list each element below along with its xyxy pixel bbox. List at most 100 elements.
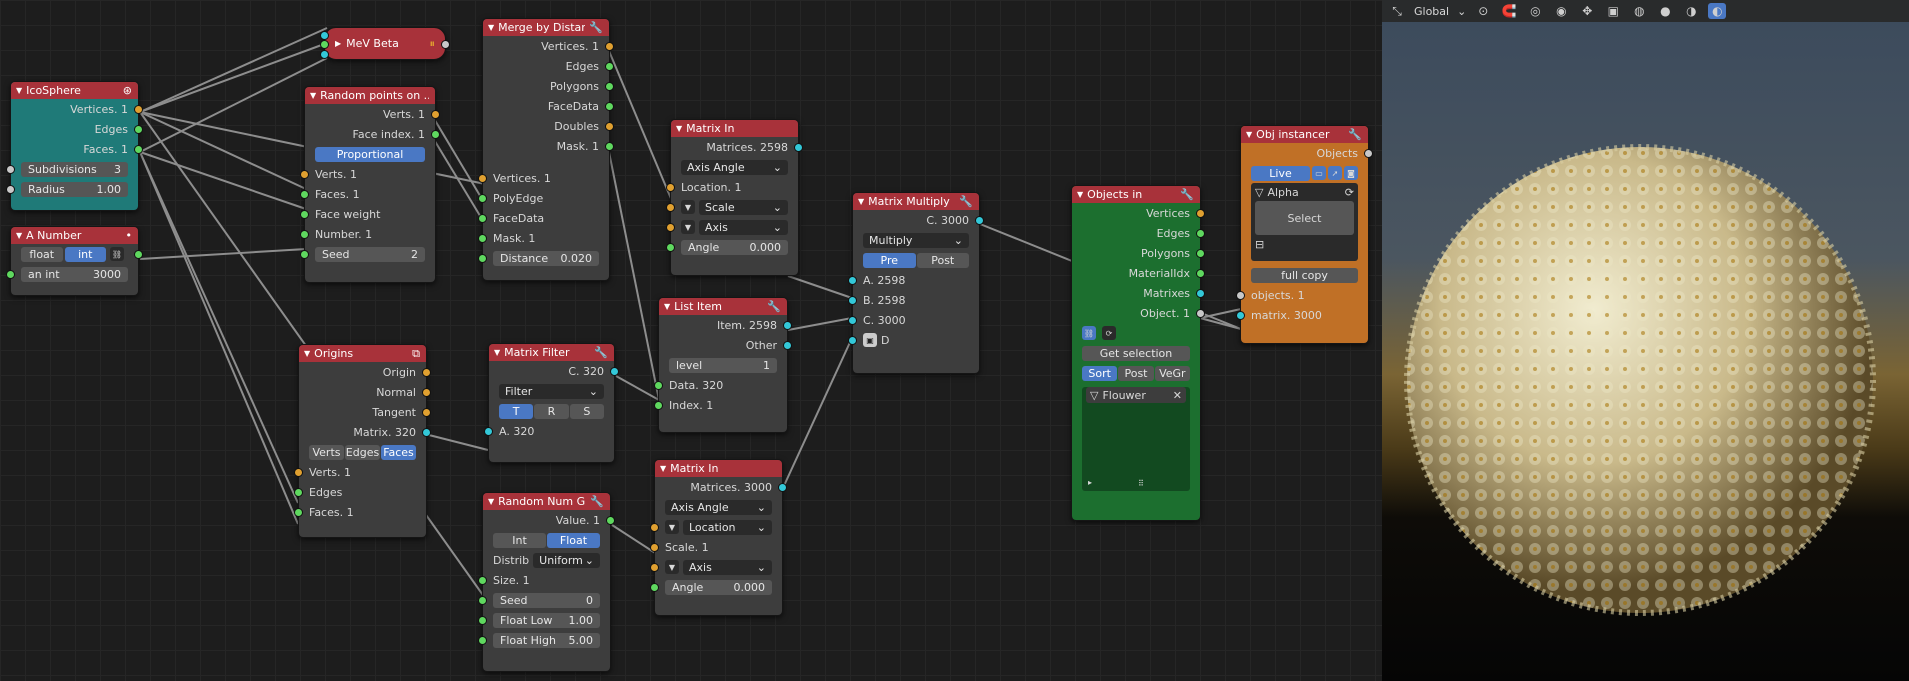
vegr-button[interactable]: VeGr [1154, 365, 1190, 381]
edges-button[interactable]: Edges [345, 444, 380, 460]
socket[interactable] [666, 203, 675, 212]
node-header[interactable]: ▼Objects in🔧 [1072, 186, 1200, 203]
socket[interactable] [1196, 309, 1205, 318]
socket[interactable] [783, 341, 792, 350]
socket[interactable] [1236, 291, 1245, 300]
t-button[interactable]: T [499, 403, 534, 419]
node-header[interactable]: ▼Obj instancer🔧 [1241, 126, 1368, 143]
socket[interactable] [294, 468, 303, 477]
node-editor[interactable]: ▼IcoSphere⊛ Vertices. 1 Edges Faces. 1 S… [0, 0, 1382, 681]
socket[interactable] [300, 230, 309, 239]
collapse-icon[interactable]: ▼ [1077, 190, 1084, 199]
socket[interactable] [478, 174, 487, 183]
resize-handle-icon[interactable]: ⠿ [1138, 479, 1144, 488]
socket[interactable] [605, 42, 614, 51]
socket[interactable] [478, 636, 487, 645]
s-button[interactable]: S [569, 403, 604, 419]
faces-button[interactable]: Faces [381, 444, 416, 460]
gizmo-icon[interactable]: ✥ [1582, 4, 1593, 18]
socket[interactable] [848, 316, 857, 325]
node-header[interactable]: ▼Matrix Multiply🔧 [853, 193, 979, 210]
snap-icon[interactable]: 🧲 [1501, 4, 1517, 18]
socket[interactable] [654, 381, 663, 390]
proportional-edit-icon[interactable]: ◎ [1530, 4, 1541, 18]
socket[interactable] [606, 516, 615, 525]
collapse-icon[interactable]: ▼ [676, 124, 683, 133]
refresh-icon[interactable]: ⟳ [1102, 326, 1116, 340]
node-header[interactable]: ▼List Item🔧 [659, 298, 787, 315]
expand-icon[interactable]: ▼ [665, 560, 679, 574]
collapse-icon[interactable]: ▼ [488, 497, 495, 506]
cursor-icon[interactable]: ➚ [1328, 166, 1342, 180]
node-header[interactable]: ▼Matrix In [671, 120, 798, 137]
node-header[interactable]: ▶MeV Beta⏸ [325, 28, 445, 59]
collapse-icon[interactable]: ▼ [488, 23, 495, 32]
collapse-icon[interactable]: ▼ [660, 464, 667, 473]
socket[interactable] [300, 210, 309, 219]
int-button[interactable]: int [64, 246, 106, 262]
collapse-icon[interactable]: ▼ [16, 86, 23, 95]
operation-dropdown[interactable]: Multiply⌄ [863, 232, 969, 248]
collapse-icon[interactable]: ▼ [1246, 130, 1253, 139]
viewport-icon[interactable]: ▭ [1312, 166, 1326, 180]
node-merge-by-distance[interactable]: ▼Merge by Distan...🔧 Vertices. 1 Edges P… [478, 18, 614, 281]
expand-icon[interactable]: ▼ [681, 220, 695, 234]
socket[interactable] [294, 488, 303, 497]
socket[interactable] [134, 105, 143, 114]
node-header[interactable]: ▼IcoSphere⊛ [11, 82, 138, 99]
material-shading-icon[interactable]: ◑ [1686, 4, 1697, 18]
expand-icon[interactable]: ▼ [681, 200, 695, 214]
socket[interactable] [666, 243, 675, 252]
collapse-icon[interactable]: ▼ [858, 197, 865, 206]
r-button[interactable]: R [534, 403, 569, 419]
socket[interactable] [484, 427, 493, 436]
socket[interactable] [6, 270, 15, 279]
socket[interactable] [1364, 149, 1373, 158]
socket[interactable] [1196, 289, 1205, 298]
collection-row[interactable]: ⊟ [1251, 235, 1358, 253]
mode-dropdown[interactable]: Axis Angle⌄ [681, 159, 788, 175]
node-header[interactable]: ▼Matrix In [655, 460, 782, 477]
socket[interactable] [605, 102, 614, 111]
collapse-icon[interactable]: ▼ [304, 349, 311, 358]
expand-icon[interactable]: ▼ [665, 520, 679, 534]
socket[interactable] [134, 250, 143, 259]
distrib-dropdown[interactable]: Uniform⌄ [533, 552, 600, 568]
node-origins[interactable]: ▼Origins⧉ Origin Normal Tangent Matrix. … [294, 344, 431, 538]
socket[interactable] [1196, 269, 1205, 278]
socket[interactable] [300, 170, 309, 179]
full-copy-button[interactable]: full copy [1251, 267, 1358, 283]
float-button[interactable]: float [21, 246, 63, 262]
collapse-icon[interactable]: ▼ [664, 302, 671, 311]
int-button[interactable]: Int [493, 532, 546, 548]
proportional-button[interactable]: Proportional [315, 146, 425, 162]
socket[interactable] [605, 62, 614, 71]
transform-orientation-icon[interactable]: ⤡ [1392, 3, 1402, 18]
socket[interactable] [478, 596, 487, 605]
live-button[interactable]: Live [1251, 165, 1310, 181]
collapse-icon[interactable]: ▶ [335, 39, 342, 48]
socket[interactable] [320, 50, 329, 59]
collapse-icon[interactable]: ▼ [494, 348, 501, 357]
post-button[interactable]: Post [916, 252, 969, 268]
node-header[interactable]: ▼Random points on ... [305, 87, 435, 104]
post-button[interactable]: Post [1118, 365, 1154, 381]
socket[interactable] [441, 40, 450, 49]
socket[interactable] [848, 296, 857, 305]
socket[interactable] [478, 234, 487, 243]
object-list[interactable]: ▽Flouwer✕ ▸ ⠿ [1082, 387, 1190, 491]
select-button[interactable]: Select [1255, 201, 1354, 235]
node-header[interactable]: ▼Origins⧉ [299, 345, 426, 362]
camera-icon[interactable]: ◙ [1344, 166, 1358, 180]
axis-dropdown[interactable]: Axis⌄ [699, 219, 788, 235]
